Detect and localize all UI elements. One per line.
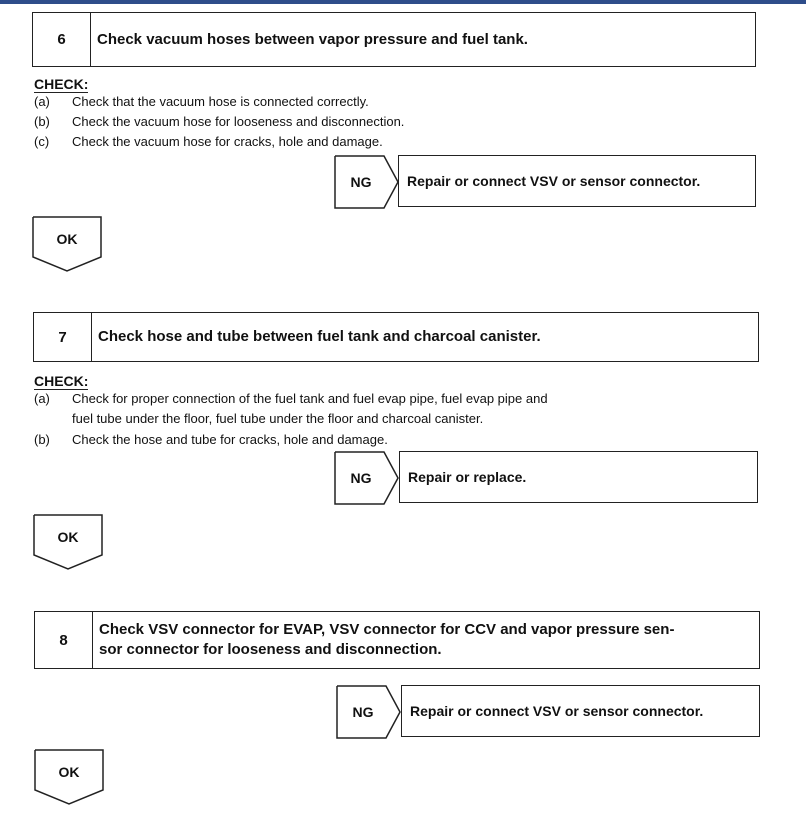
step-8-ng-action: Repair or connect VSV or sensor connecto… bbox=[401, 685, 760, 737]
step-7-item-a: (a) Check for proper connection of the fu… bbox=[34, 389, 548, 429]
step-6-ng-action: Repair or connect VSV or sensor connecto… bbox=[398, 155, 756, 207]
step-7-ng-action: Repair or replace. bbox=[399, 451, 758, 503]
step-6-item-a: (a) Check that the vacuum hose is connect… bbox=[34, 92, 369, 112]
step-7-title: Check hose and tube between fuel tank an… bbox=[98, 328, 541, 345]
step-6-item-b: (b) Check the vacuum hose for looseness a… bbox=[34, 112, 404, 132]
step-7-item-b: (b) Check the hose and tube for cracks, h… bbox=[34, 430, 388, 450]
step-6-number: 6 bbox=[33, 13, 91, 66]
step-7-ok-label: OK bbox=[57, 529, 79, 545]
step-7-ng-arrow-icon bbox=[334, 451, 399, 505]
step-7-box: 7 Check hose and tube between fuel tank … bbox=[33, 312, 759, 362]
step-6-ng-label: NG bbox=[350, 174, 372, 190]
item-marker: (a) bbox=[34, 94, 50, 109]
step-6-title: Check vacuum hoses between vapor pressur… bbox=[97, 30, 528, 48]
item-text: Check that the vacuum hose is connected … bbox=[72, 94, 369, 109]
step-8-ok-arrow-icon bbox=[34, 749, 104, 805]
item-text: Check the vacuum hose for cracks, hole a… bbox=[72, 134, 383, 149]
step-8-ng-label: NG bbox=[352, 704, 374, 720]
step-8-title-line-2: sor connector for looseness and disconne… bbox=[99, 641, 442, 658]
item-marker: (a) bbox=[34, 391, 50, 406]
step-8-ng-arrow-icon bbox=[336, 685, 401, 739]
step-8-ok-label: OK bbox=[58, 764, 80, 780]
step-8-box: 8 Check VSV connector for EVAP, VSV conn… bbox=[34, 611, 760, 669]
step-6-ng-arrow-icon bbox=[334, 155, 399, 209]
step-8-number: 8 bbox=[35, 612, 93, 668]
step-8-title: Check VSV connector for EVAP, VSV connec… bbox=[99, 612, 686, 668]
step-7-check-label: CHECK: bbox=[34, 373, 89, 390]
item-marker: (b) bbox=[34, 432, 50, 447]
item-text: Check the hose and tube for cracks, hole… bbox=[72, 432, 388, 447]
item-text-continued: fuel tube under the floor, fuel tube und… bbox=[72, 411, 484, 426]
item-marker: (c) bbox=[34, 134, 50, 149]
item-marker: (b) bbox=[34, 114, 50, 129]
step-6-ok-arrow-icon bbox=[32, 216, 102, 272]
step-7-ok-arrow-icon bbox=[33, 514, 103, 570]
step-8-title-line-1: Check VSV connector for EVAP, VSV connec… bbox=[99, 621, 675, 638]
window-top-bar bbox=[0, 0, 806, 4]
item-text: Check for proper connection of the fuel … bbox=[72, 391, 548, 406]
step-7-number: 7 bbox=[34, 313, 92, 361]
step-6-ok-label: OK bbox=[56, 231, 78, 247]
step-6-box: 6 Check vacuum hoses between vapor press… bbox=[32, 12, 756, 67]
step-7-ng-label: NG bbox=[350, 470, 372, 486]
item-text: Check the vacuum hose for looseness and … bbox=[72, 114, 405, 129]
step-6-item-c: (c) Check the vacuum hose for cracks, hol… bbox=[34, 132, 383, 152]
step-6-check-label: CHECK: bbox=[34, 76, 89, 93]
